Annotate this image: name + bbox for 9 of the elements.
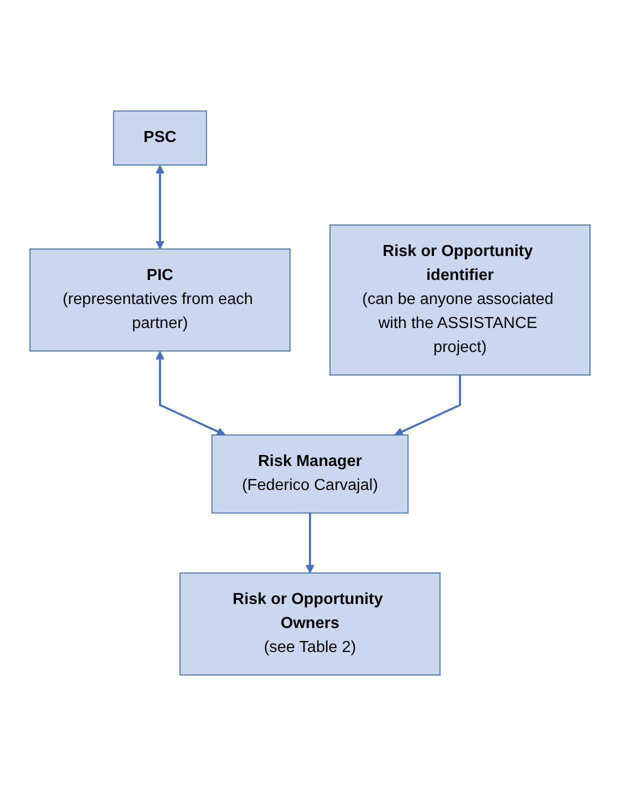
node-box: Risk or Opportunity Owners (see Table 2) (179, 572, 440, 675)
node-box: PSC (112, 110, 206, 165)
node-box: Risk Manager (Federico Carvajal) (210, 434, 408, 513)
node-box: Risk or Opportunity identifier (can be anyone associated with the ASSISTANCE project) (329, 224, 590, 375)
arrow (394, 374, 460, 436)
arrow (155, 164, 164, 249)
arrow (155, 350, 226, 436)
node-box: PIC (representatives from each partner) (29, 248, 290, 351)
arrow (305, 512, 314, 573)
